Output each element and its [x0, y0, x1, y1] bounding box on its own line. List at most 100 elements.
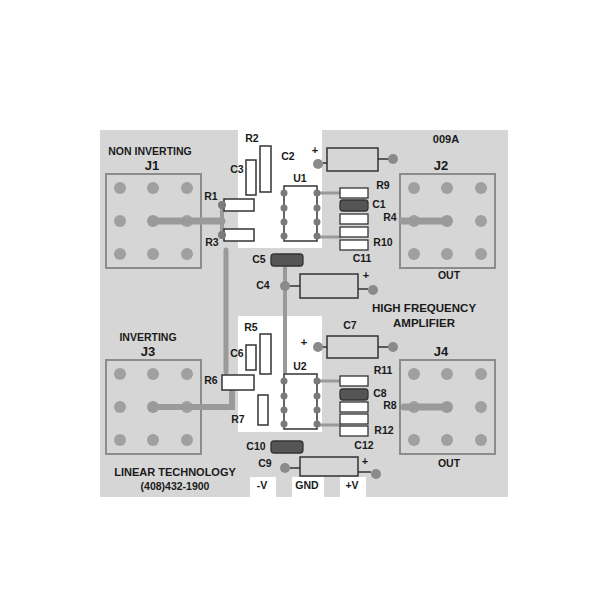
silkscreen-label: HIGH FREQUENCY AMPLIFIER	[354, 301, 494, 331]
trace	[404, 404, 447, 411]
silkscreen-label: J3	[141, 345, 155, 359]
silkscreen-label: R1	[204, 191, 217, 203]
pad	[218, 231, 226, 239]
chip-capacitor	[340, 200, 368, 211]
pin	[281, 205, 288, 212]
silkscreen-label: -V	[257, 480, 268, 492]
silkscreen-label: R7	[231, 414, 244, 426]
copper-cutout	[238, 316, 322, 432]
silkscreen-label: C3	[230, 164, 243, 176]
pad	[388, 342, 398, 352]
trace	[318, 380, 340, 383]
connector-j2	[400, 174, 495, 268]
silkscreen-label: R6	[204, 375, 217, 387]
trace	[283, 286, 287, 372]
silkscreen-label: LINEAR TECHNOLOGY	[114, 466, 236, 478]
silkscreen-label: R12	[374, 425, 393, 437]
silkscreen-label: U2	[293, 361, 306, 373]
connector-j4	[400, 360, 495, 454]
silkscreen-label: NON INVERTING	[108, 146, 191, 158]
pin	[314, 190, 321, 197]
pin	[281, 219, 288, 226]
resistor-symbol	[340, 214, 368, 224]
parts-top	[218, 146, 398, 298]
trace	[402, 218, 447, 225]
silkscreen-label: R4	[383, 212, 396, 224]
pin	[314, 233, 321, 240]
copper-cutout	[340, 477, 366, 497]
electrolytic-capacitor	[327, 148, 378, 171]
silkscreen-label: C2	[281, 151, 294, 163]
resistor-symbol	[340, 414, 368, 424]
capacitor-symbol	[246, 160, 256, 195]
electrolytic-capacitor	[327, 336, 378, 358]
resistor-symbol	[340, 402, 368, 412]
copper-cutout	[292, 477, 324, 497]
pad	[218, 201, 226, 209]
pin	[281, 407, 288, 414]
pad	[388, 154, 398, 164]
trace	[153, 218, 222, 225]
pad	[280, 463, 290, 473]
pin	[314, 378, 321, 385]
silkscreen-label: C5	[252, 254, 265, 266]
resistor-symbol	[340, 376, 368, 386]
silkscreen-label: +V	[345, 480, 358, 492]
silkscreen-label: R9	[376, 180, 389, 192]
silkscreen-label: (408)432-1900	[141, 481, 210, 493]
trace	[318, 236, 340, 239]
silkscreen-label: R5	[244, 322, 257, 334]
silkscreen-label: C7	[343, 320, 356, 332]
silkscreen-label: C11	[353, 253, 372, 265]
pin	[314, 205, 321, 212]
silkscreen-label: U1	[293, 173, 306, 185]
silkscreen-label: +	[301, 336, 307, 348]
silkscreen-label: INVERTING	[119, 332, 176, 344]
pin	[281, 233, 288, 240]
resistor-symbol	[224, 199, 254, 211]
silkscreen-label: C4	[256, 280, 269, 292]
pin	[281, 378, 288, 385]
resistor-symbol	[224, 229, 254, 241]
capacitor-symbol	[246, 345, 256, 370]
pin	[281, 421, 288, 428]
silkscreen-label: C9	[258, 458, 271, 470]
silkscreen-label: C6	[230, 348, 243, 360]
resistor-symbol	[222, 375, 254, 390]
resistor-symbol	[260, 146, 271, 192]
pad	[371, 469, 381, 479]
trace	[224, 250, 229, 372]
silkscreen-label: C1	[372, 199, 385, 211]
silkscreen-label: OUT	[438, 458, 460, 470]
silkscreen-label: J1	[145, 159, 159, 173]
trace	[318, 424, 340, 427]
parts-bottom	[222, 334, 398, 479]
silkscreen-label: C10	[246, 441, 265, 453]
pin	[281, 393, 288, 400]
resistor-symbol	[340, 227, 368, 237]
ic-outline	[284, 374, 317, 429]
silkscreen-label: R2	[245, 133, 258, 145]
pad	[280, 281, 290, 291]
pad	[313, 159, 323, 169]
silkscreen-label: J4	[434, 345, 448, 359]
pad	[368, 285, 378, 295]
chip-capacitor	[340, 389, 368, 400]
copper-cutout	[250, 477, 276, 497]
trace	[153, 391, 232, 407]
silkscreen-label: R10	[373, 237, 392, 249]
silkscreen-label: R3	[205, 237, 218, 249]
pin	[314, 393, 321, 400]
ic-outline	[284, 186, 317, 241]
capacitor-symbol	[340, 240, 368, 250]
silkscreen-label: +	[362, 455, 368, 467]
electrolytic-capacitor	[300, 274, 358, 298]
silkscreen-label: OUT	[438, 270, 460, 282]
pad	[313, 342, 323, 352]
resistor-symbol	[340, 188, 368, 198]
silkscreen-label: R11	[374, 365, 393, 377]
silkscreen-label: GND	[295, 480, 318, 492]
capacitor-symbol	[340, 426, 368, 436]
electrolytic-capacitor	[300, 457, 358, 476]
